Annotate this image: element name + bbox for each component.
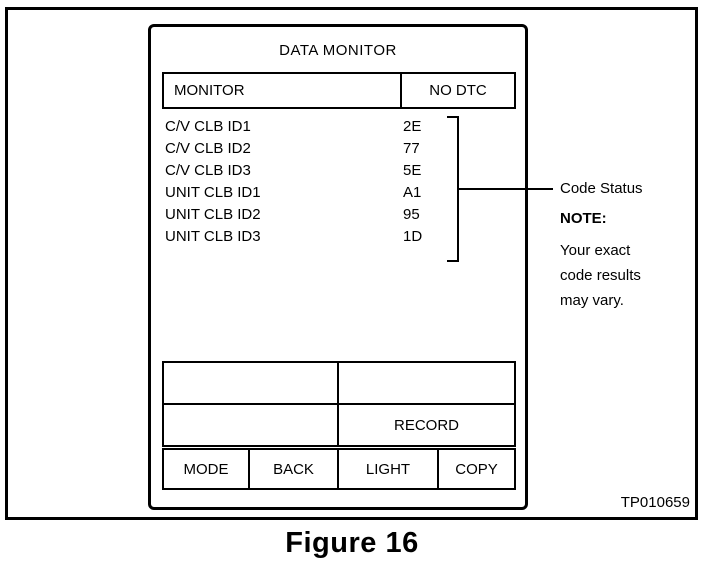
monitor-item-value: 2E [403, 117, 422, 135]
screen-title: DATA MONITOR [279, 42, 397, 59]
header-monitor-label: MONITOR [164, 74, 400, 107]
mode-button[interactable]: MODE [164, 450, 248, 488]
code-status-bracket [447, 116, 459, 262]
note-line: code results [560, 267, 641, 284]
softkey-cell-empty [339, 363, 514, 403]
monitor-item-label: C/V CLB ID1 [165, 117, 251, 135]
monitor-item-label: UNIT CLB ID3 [165, 227, 261, 245]
table-row: UNIT CLB ID3 1D [165, 225, 465, 247]
note-title: NOTE: [560, 210, 607, 227]
table-row: C/V CLB ID3 5E [165, 159, 465, 181]
monitor-item-label: UNIT CLB ID1 [165, 183, 261, 201]
table-row: C/V CLB ID2 77 [165, 137, 465, 159]
monitor-item-value: A1 [403, 183, 422, 201]
monitor-item-label: UNIT CLB ID2 [165, 205, 261, 223]
copy-button[interactable]: COPY [439, 450, 514, 488]
code-status-label: Code Status [560, 180, 643, 197]
monitor-item-label: C/V CLB ID2 [165, 139, 251, 157]
light-button[interactable]: LIGHT [339, 450, 437, 488]
monitor-item-label: C/V CLB ID3 [165, 161, 251, 179]
table-row: UNIT CLB ID1 A1 [165, 181, 465, 203]
monitor-item-value: 77 [403, 139, 420, 157]
monitor-item-value: 5E [403, 161, 422, 179]
softkey-cell-empty [164, 363, 337, 403]
note-line: may vary. [560, 292, 624, 309]
status-badge: NO DTC [402, 74, 514, 107]
table-row: UNIT CLB ID2 95 [165, 203, 465, 225]
monitor-item-value: 95 [403, 205, 420, 223]
figure-caption: Figure 16 [285, 527, 419, 559]
softkey-cell-empty [164, 405, 337, 445]
monitor-data-list: C/V CLB ID1 2E C/V CLB ID2 77 C/V CLB ID… [165, 115, 465, 247]
softkey-upper-grid: RECORD [162, 361, 516, 447]
note-text: Your exact code results may vary. [560, 238, 641, 313]
monitor-item-value: 1D [403, 227, 423, 245]
softkey-bottom-row: MODE BACK LIGHT COPY [162, 448, 516, 490]
code-status-leader-line [459, 188, 553, 190]
back-button[interactable]: BACK [250, 450, 337, 488]
record-button[interactable]: RECORD [339, 405, 514, 445]
monitor-header-bar: MONITOR NO DTC [162, 72, 516, 109]
table-row: C/V CLB ID1 2E [165, 115, 465, 137]
figure-reference-code: TP010659 [620, 494, 690, 511]
note-line: Your exact [560, 242, 631, 259]
